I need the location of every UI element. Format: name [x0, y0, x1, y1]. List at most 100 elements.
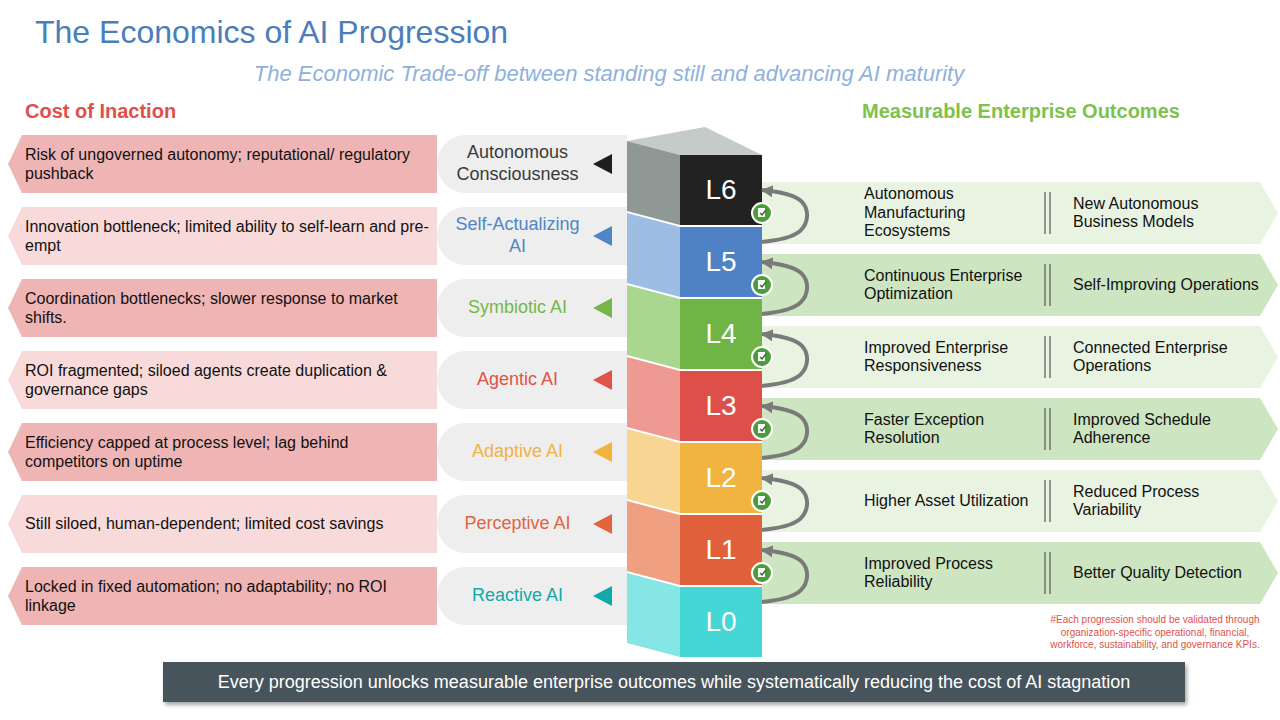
node-shape	[762, 182, 1278, 244]
pill-shape	[437, 351, 627, 409]
node-shape	[8, 207, 437, 265]
level-number: L2	[680, 443, 762, 513]
pointer-triangle	[593, 586, 612, 606]
outcome-band: Continuous Enterprise Optimization Self-I…	[762, 254, 1278, 316]
level-name: Self-Actualizing AI	[445, 207, 590, 265]
node-text: New Autonomous Business Models	[1073, 182, 1263, 244]
cube-front-face	[680, 587, 762, 657]
node-text: Locked in fixed automation; no adaptabil…	[25, 567, 430, 625]
level-name: Symbiotic AI	[445, 279, 590, 337]
arrow-box-shape	[8, 495, 437, 553]
pointer-triangle	[593, 298, 612, 318]
node-shape	[627, 141, 762, 225]
cost-arrow-box: Coordination bottlenecks; slower respons…	[8, 279, 437, 337]
pill-shape	[437, 207, 627, 265]
cost-arrow-box: Innovation bottleneck; limited ability t…	[8, 207, 437, 265]
outcome-band: Higher Asset UtilizationReduced Process …	[762, 470, 1278, 532]
node-text: Improved Schedule Adherence	[1073, 398, 1263, 460]
pointer-triangle	[593, 370, 612, 390]
pill-shape	[437, 423, 627, 481]
divider-line	[1049, 552, 1050, 594]
cube-side-face	[627, 573, 680, 657]
banner-shape	[163, 662, 1185, 702]
cube-side-face	[627, 501, 680, 585]
node-shape	[8, 279, 437, 337]
outcome-band: Improved Enterprise ResponsivenessConnec…	[762, 326, 1278, 388]
level-cube: L0	[627, 573, 762, 657]
level-number: L0	[680, 587, 762, 657]
divider-line	[1049, 336, 1050, 378]
band-shape	[762, 398, 1278, 460]
outcome-band: Improved Process ReliabilityBetter Quali…	[762, 542, 1278, 604]
node-text: Coordination bottlenecks; slower respons…	[25, 279, 430, 337]
level-cube: L6	[627, 141, 762, 225]
node-text: Self-Improving Operations	[1073, 254, 1263, 316]
divider-line	[1044, 552, 1045, 594]
node-text: Risk of ungoverned autonomy; reputationa…	[25, 135, 430, 193]
node-text: ROI fragmented; siloed agents create dup…	[25, 351, 430, 409]
cost-arrow-box: Locked in fixed automation; no adaptabil…	[8, 567, 437, 625]
level-number: L3	[680, 371, 762, 441]
level-cube: L5	[627, 213, 762, 297]
pill-shape	[437, 279, 627, 337]
level-cube: L4	[627, 285, 762, 369]
cube-front-face	[680, 227, 762, 297]
subtitle: The Economic Trade-off between standing …	[0, 61, 1218, 87]
node-shape	[627, 285, 762, 369]
level-number: L5	[680, 227, 762, 297]
node-text: Still siloed, human-dependent; limited c…	[25, 495, 430, 553]
arrow-box-shape	[8, 423, 437, 481]
node-text: Continuous Enterprise Optimization	[864, 254, 1040, 316]
cube-side-face	[627, 429, 680, 513]
node-text: Every progression unlocks measurable ent…	[163, 662, 1185, 702]
footnote: #Each progression should be validated th…	[1047, 614, 1263, 652]
divider-line	[1044, 336, 1045, 378]
cube-side-face	[627, 141, 680, 225]
cost-arrow-box: ROI fragmented; siloed agents create dup…	[8, 351, 437, 409]
level-cube: L1	[627, 501, 762, 585]
pointer-triangle	[593, 442, 612, 462]
cube-front-face	[680, 515, 762, 585]
level-cube: L3	[627, 357, 762, 441]
node-text: Innovation bottleneck; limited ability t…	[25, 207, 430, 265]
cost-arrow-box: Efficiency capped at process level; lag …	[8, 423, 437, 481]
node-shape	[8, 567, 437, 625]
arrow-box-shape	[8, 567, 437, 625]
band-shape	[762, 470, 1278, 532]
pill-shape	[437, 135, 627, 193]
node-shape	[627, 429, 762, 513]
divider-line	[1044, 480, 1045, 522]
node-shape	[762, 326, 1278, 388]
level-name-pill: Adaptive AI	[437, 423, 627, 481]
section-heading: Cost of Inaction	[25, 100, 345, 123]
outcome-band: Autonomous Manufacturing EcosystemsNew A…	[762, 182, 1278, 244]
summary-banner: Every progression unlocks measurable ent…	[163, 662, 1185, 702]
level-name-pill: Self-Actualizing AI	[437, 207, 627, 265]
divider-line	[1044, 408, 1045, 450]
cube-front-face	[680, 371, 762, 441]
pointer-triangle	[593, 226, 612, 246]
level-name-pill: Autonomous Consciousness	[437, 135, 627, 193]
node-shape	[762, 398, 1278, 460]
cost-arrow-box: Risk of ungoverned autonomy; reputationa…	[8, 135, 437, 193]
node-text: Higher Asset Utilization	[864, 470, 1040, 532]
node-shape	[8, 351, 437, 409]
cube-front-face	[680, 155, 762, 225]
band-shape	[762, 326, 1278, 388]
node-shape	[627, 357, 762, 441]
outcome-band: Faster Exception ResolutionImproved Sche…	[762, 398, 1278, 460]
band-shape	[762, 254, 1278, 316]
cube-side-face	[627, 285, 680, 369]
level-number: L1	[680, 515, 762, 585]
node-shape	[627, 213, 762, 297]
arrow-box-shape	[8, 207, 437, 265]
divider-line	[1049, 480, 1050, 522]
level-number: L6	[680, 155, 762, 225]
node-text: Efficiency capped at process level; lag …	[25, 423, 430, 481]
diagram-title: The Economics of AI Progression	[35, 14, 508, 51]
section-heading: Measurable Enterprise Outcomes	[862, 100, 1262, 123]
node-text: Better Quality Detection	[1073, 542, 1263, 604]
level-cube: L2	[627, 429, 762, 513]
arrow-box-shape	[8, 135, 437, 193]
